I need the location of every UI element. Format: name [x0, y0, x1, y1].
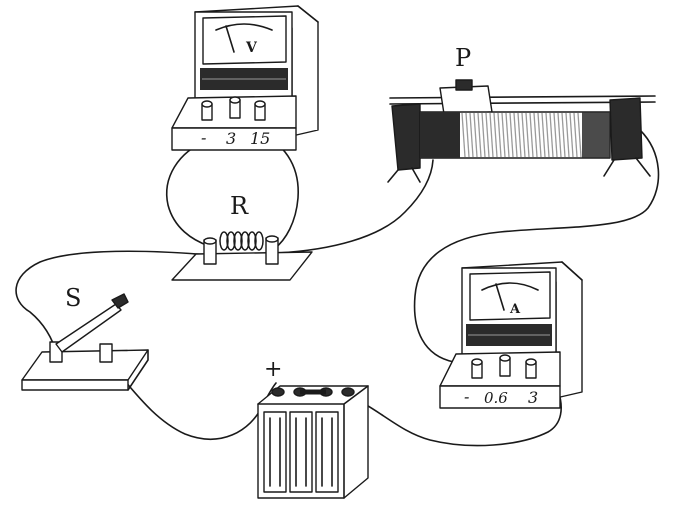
coil-winding [497, 112, 502, 158]
ammeter-symbol: A [509, 302, 521, 317]
rheostat-coil [461, 112, 582, 158]
switch: S [21, 284, 149, 391]
coil-winding [501, 112, 506, 158]
ammeter: A - 0.6 3 [439, 261, 583, 409]
coil-winding [477, 112, 482, 158]
wire-switch-to-battery [107, 361, 277, 440]
resistor-coil [219, 231, 264, 251]
ammeter-dial [469, 271, 551, 321]
resistor-coil-turn [226, 231, 236, 251]
wire-resistor-to-switch [15, 250, 211, 356]
coil-winding [561, 112, 566, 158]
coil-winding [573, 112, 578, 158]
coil-winding [509, 112, 514, 158]
resistor-coil-turn [247, 231, 257, 251]
coil-winding [537, 112, 542, 158]
coil-winding [513, 112, 518, 158]
coil-winding [521, 112, 526, 158]
wire-voltmeter-pos-to-resistor [260, 133, 299, 250]
coil-winding [485, 112, 490, 158]
coil-winding [549, 112, 554, 158]
coil-winding [465, 112, 470, 158]
wire-battery-to-ammeter [349, 389, 562, 447]
battery: + - [257, 357, 369, 499]
resistor-label: R [230, 192, 249, 220]
rheostat-label: P [455, 44, 471, 72]
coil-winding [533, 112, 538, 158]
wire-voltmeter-neg-to-resistor [166, 139, 210, 247]
rheostat: P [387, 44, 656, 183]
resistor-coil-turn [233, 231, 243, 251]
coil-winding [473, 112, 478, 158]
coil-winding [577, 112, 582, 158]
coil-winding [505, 112, 510, 158]
coil-winding [557, 112, 562, 158]
coil-winding [565, 112, 570, 158]
resistor: R [171, 192, 313, 281]
coil-winding [525, 112, 530, 158]
switch-right-post [99, 343, 113, 363]
resistor-coil-turn [254, 231, 264, 251]
voltmeter-terminal-15: 15 [250, 129, 270, 148]
coil-winding [489, 112, 494, 158]
switch-label: S [65, 284, 81, 312]
ammeter-terminal-3: 3 [528, 388, 538, 407]
coil-winding [517, 112, 522, 158]
voltmeter-terminal-3: 3 [226, 129, 236, 148]
switch-blade [55, 303, 122, 353]
coil-winding [529, 112, 534, 158]
coil-winding [553, 112, 558, 158]
voltmeter-terminals [201, 96, 266, 121]
coil-winding [481, 112, 486, 158]
ammeter-terminal-0-6: 0.6 [484, 389, 508, 407]
coil-winding [569, 112, 574, 158]
coil-winding [493, 112, 498, 158]
resistor-coil-turn [219, 231, 229, 251]
coil-winding [461, 112, 466, 158]
wire-resistor-to-rheostat [277, 159, 434, 254]
ammeter-terminal-neg: - [464, 387, 469, 406]
battery-plus-label: + [264, 357, 282, 382]
battery-cells [263, 411, 339, 493]
coil-winding [469, 112, 474, 158]
voltmeter-symbol: V [245, 40, 258, 56]
coil-winding [545, 112, 550, 158]
resistor-coil-turn [240, 231, 250, 251]
coil-winding [541, 112, 546, 158]
voltmeter: V - 3 15 [171, 5, 319, 151]
voltmeter-terminal-neg: - [201, 128, 206, 147]
ammeter-terminals [471, 354, 537, 379]
